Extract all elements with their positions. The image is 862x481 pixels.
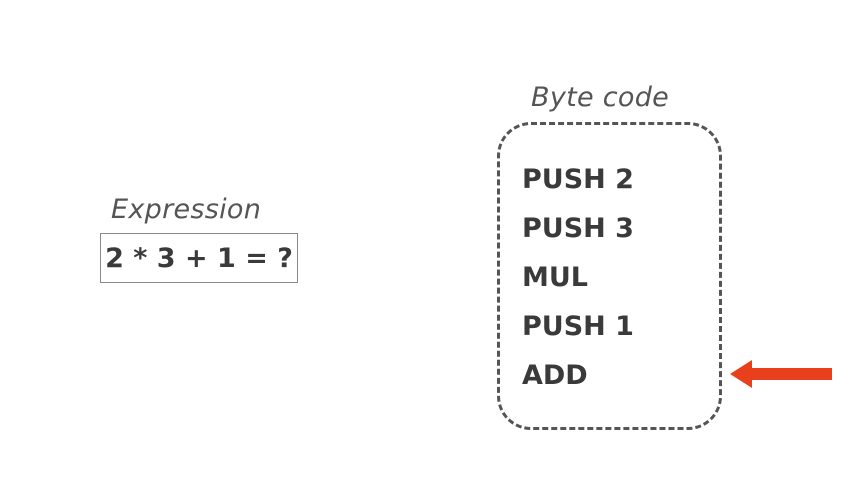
- bytecode-instruction: PUSH 1: [522, 311, 634, 342]
- bytecode-instruction: MUL: [522, 262, 588, 293]
- bytecode-list: PUSH 2 PUSH 3 MUL PUSH 1 ADD: [522, 160, 634, 405]
- expression-label: Expression: [111, 194, 262, 225]
- bytecode-instruction: ADD: [522, 360, 588, 391]
- left-arrow-icon: [730, 360, 832, 388]
- pointer-arrow: [730, 360, 832, 388]
- bytecode-label: Byte code: [531, 82, 670, 113]
- bytecode-instruction: PUSH 3: [522, 213, 634, 244]
- bytecode-container: [497, 122, 722, 430]
- expression-box: 2 * 3 + 1 = ?: [100, 233, 298, 283]
- bytecode-instruction: PUSH 2: [522, 164, 634, 195]
